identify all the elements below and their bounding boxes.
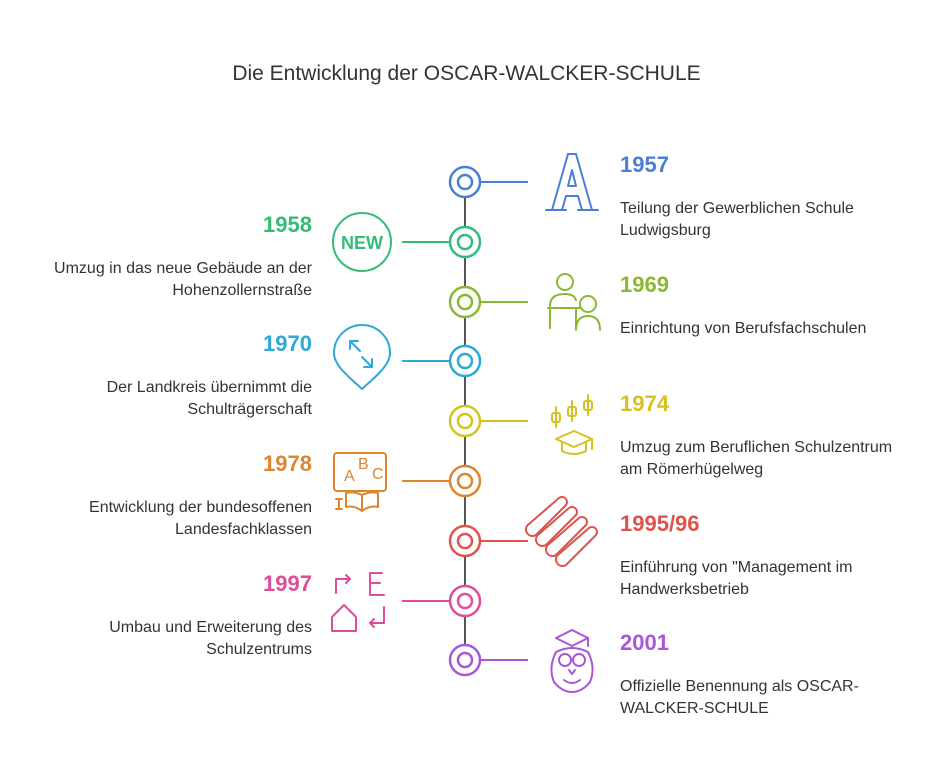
event-year-4: 1974 xyxy=(620,391,669,416)
timeline-node-1 xyxy=(448,225,482,259)
timeline-node-3 xyxy=(448,344,482,378)
event-description-3: Der Landkreis übernimmt die Schulträgers… xyxy=(106,379,312,418)
svg-text:C: C xyxy=(372,466,384,483)
svg-text:B: B xyxy=(358,456,369,473)
timeline-node-4 xyxy=(448,404,482,438)
event-description-6: Einführung von "Management im Handwerksb… xyxy=(620,559,853,598)
event-description-5: Entwicklung der bundesoffenen Landesfach… xyxy=(89,499,312,538)
timeline-node-2 xyxy=(448,285,482,319)
home-arrows-icon xyxy=(331,572,385,632)
event-year-6: 1995/96 xyxy=(620,511,700,536)
timeline-node-5 xyxy=(448,464,482,498)
letter-a-icon xyxy=(545,153,599,211)
event-year-2: 1969 xyxy=(620,272,669,297)
event-description-4: Umzug zum Beruflichen Schulzentrum am Rö… xyxy=(620,439,893,478)
event-description-7: Umbau und Erweiterung des Schulzentrums xyxy=(109,619,312,658)
event-year-0: 1957 xyxy=(620,152,669,177)
diagram-title: Die Entwicklung der OSCAR-WALCKER-SCHULE xyxy=(232,62,701,85)
event-year-3: 1970 xyxy=(263,331,312,356)
event-description-8: Offizielle Benennung als OSCAR-WALCKER-S… xyxy=(620,678,859,717)
event-description-2: Einrichtung von Berufsfachschulen xyxy=(620,320,867,337)
diagonal-stripes-icon xyxy=(524,496,598,568)
event-year-7: 1997 xyxy=(263,571,312,596)
event-description-1: Umzug in das neue Gebäude an der Hohenzo… xyxy=(54,260,312,299)
new-badge-icon: NEW xyxy=(332,212,392,272)
timeline-node-8 xyxy=(448,643,482,677)
timeline-node-6 xyxy=(448,524,482,558)
event-year-1: 1958 xyxy=(263,212,312,237)
graduation-cap-chart-icon xyxy=(551,394,593,455)
event-year-5: 1978 xyxy=(263,451,312,476)
timeline-node-7 xyxy=(448,584,482,618)
teacher-student-icon xyxy=(547,273,601,331)
abc-book-icon: ABC xyxy=(333,452,387,512)
map-pin-expand-icon xyxy=(333,324,391,390)
event-description-0: Teilung der Gewerblichen Schule Ludwigsb… xyxy=(620,200,854,239)
svg-text:A: A xyxy=(344,468,355,485)
owl-graduate-icon xyxy=(550,629,594,693)
timeline-node-0 xyxy=(448,165,482,199)
event-year-8: 2001 xyxy=(620,630,669,655)
svg-text:NEW: NEW xyxy=(341,233,383,253)
